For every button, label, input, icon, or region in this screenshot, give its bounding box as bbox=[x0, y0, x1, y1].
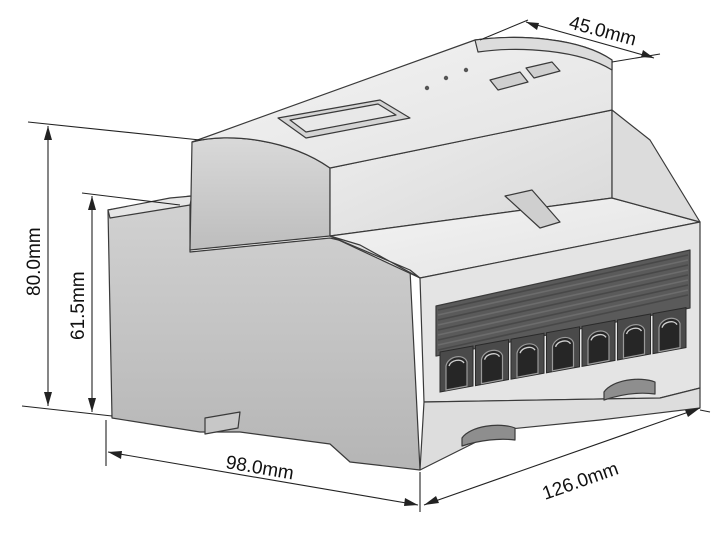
terminal-highlight bbox=[519, 346, 536, 354]
terminal-slot bbox=[587, 330, 610, 366]
terminal-highlight bbox=[448, 359, 465, 367]
extension-line-depth-right bbox=[699, 409, 711, 413]
terminal-strip-ribs bbox=[437, 254, 689, 351]
terminal-slot bbox=[445, 356, 468, 391]
led-indicator-1 bbox=[424, 85, 430, 91]
terminal-block bbox=[652, 307, 687, 355]
terminal-rib bbox=[437, 254, 689, 311]
dimension-label-height-body: 61.5mm bbox=[68, 271, 89, 340]
din-clip-left bbox=[461, 424, 516, 447]
terminal-rib bbox=[437, 294, 689, 351]
terminal-rib bbox=[437, 274, 689, 331]
led-indicator-3 bbox=[463, 67, 469, 73]
side-bottom-band bbox=[419, 387, 701, 471]
terminal-block bbox=[439, 345, 474, 393]
comm-port bbox=[489, 71, 529, 91]
dimension-line-45 bbox=[525, 21, 655, 59]
terminal-rib bbox=[437, 259, 689, 316]
terminal-rib bbox=[437, 289, 689, 346]
terminal-strip bbox=[435, 249, 691, 393]
terminal-block bbox=[475, 339, 509, 387]
extension-line-top bbox=[27, 121, 201, 141]
din-clip-right bbox=[603, 378, 656, 401]
arrow-45-left bbox=[526, 22, 539, 30]
dimension-label-width: 98.0mm bbox=[224, 452, 295, 484]
terminal-slot bbox=[516, 343, 539, 378]
arrow-98-right bbox=[404, 498, 418, 506]
meter-body bbox=[107, 36, 701, 471]
terminal-slot bbox=[551, 336, 575, 372]
setting-button bbox=[525, 61, 561, 79]
terminal-block bbox=[510, 332, 545, 380]
terminal-slot bbox=[622, 324, 646, 359]
terminal-highlight bbox=[661, 321, 678, 328]
module-end-cap bbox=[474, 36, 613, 71]
arrow-61-top bbox=[88, 196, 96, 210]
dimension-label-height-total: 80.0mm bbox=[24, 227, 45, 296]
terminal-rib bbox=[437, 284, 689, 341]
led-indicator-2 bbox=[443, 75, 449, 81]
arrow-98-left bbox=[108, 451, 122, 459]
extension-line-bottom bbox=[21, 405, 113, 417]
terminal-rib bbox=[437, 279, 689, 336]
terminal-block bbox=[617, 313, 651, 361]
extension-line-top-right bbox=[611, 53, 661, 63]
arrow-61-bottom bbox=[88, 398, 96, 412]
terminal-highlight bbox=[590, 333, 607, 341]
arrow-126-left bbox=[424, 496, 439, 505]
terminal-rib bbox=[437, 264, 689, 321]
terminal-slot bbox=[658, 317, 681, 353]
terminal-highlight bbox=[483, 353, 501, 360]
terminal-block bbox=[546, 326, 580, 374]
extension-line-mid bbox=[81, 192, 181, 206]
terminal-highlight bbox=[625, 327, 643, 335]
arrow-80-bottom bbox=[44, 392, 52, 406]
arrow-126-right bbox=[685, 408, 700, 417]
dimension-line-98 bbox=[107, 451, 419, 506]
extension-line-top-left bbox=[479, 19, 529, 41]
arrow-45-right bbox=[641, 50, 654, 58]
terminal-rib bbox=[437, 269, 689, 326]
arrow-80-top bbox=[44, 126, 52, 140]
din-latch bbox=[204, 411, 241, 435]
display-window-inner bbox=[289, 103, 397, 133]
terminal-highlight bbox=[554, 340, 572, 348]
terminal-slot bbox=[480, 349, 504, 385]
terminal-cover-notch bbox=[504, 189, 561, 229]
terminal-blocks bbox=[439, 307, 687, 393]
dimension-line-126 bbox=[423, 407, 701, 506]
dimension-label-depth: 126.0mm bbox=[540, 458, 622, 504]
terminal-block bbox=[581, 319, 616, 367]
